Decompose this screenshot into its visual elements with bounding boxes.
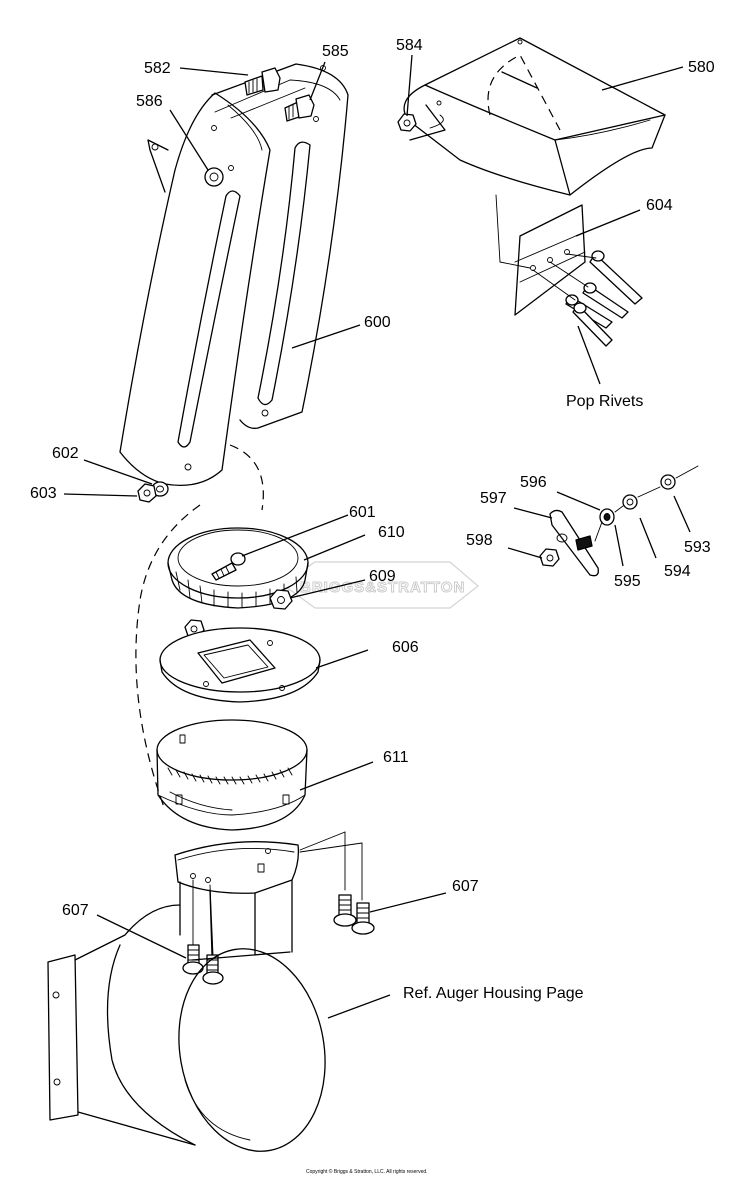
label-586: 586 [136, 93, 163, 110]
bolt-607-left-b [202, 884, 224, 985]
label-582: 582 [144, 60, 171, 77]
label-611: 611 [383, 749, 409, 766]
label-593: 593 [684, 539, 711, 556]
pop-rivets [532, 250, 643, 347]
bearing-ring-606 [159, 627, 321, 703]
chute-rotation-guide [135, 444, 264, 811]
label-609: 609 [369, 568, 396, 585]
bolt-585 [284, 94, 315, 122]
label-602: 602 [52, 445, 79, 462]
bolt-607-right-b [351, 902, 375, 935]
label-607-right: 607 [452, 878, 479, 895]
label-584: 584 [396, 37, 423, 54]
label-580: 580 [688, 59, 715, 76]
label-595: 595 [614, 573, 641, 590]
watermark-text: BRIGGS&STRATTON [300, 579, 465, 596]
washer-595 [599, 508, 615, 526]
washer-602 [151, 481, 169, 497]
discharge-base [174, 831, 363, 956]
gear-ring-611 [156, 719, 308, 831]
nut-598 [539, 548, 560, 567]
washer-593 [660, 474, 676, 490]
label-600: 600 [364, 314, 391, 331]
label-601: 601 [349, 504, 376, 521]
screw-601 [211, 552, 246, 581]
label-596: 596 [520, 474, 547, 491]
nut-584 [397, 113, 417, 132]
deflector-580 [397, 37, 666, 263]
label-594: 594 [664, 563, 691, 580]
plate-604 [499, 204, 586, 316]
label-603: 603 [30, 485, 57, 502]
label-597: 597 [480, 490, 507, 507]
nut-609 [269, 589, 293, 610]
label-ref-auger-housing: Ref. Auger Housing Page [403, 985, 584, 1002]
watermark-logo: BRIGGS&STRATTON [280, 561, 479, 609]
label-pop-rivets: Pop Rivets [566, 393, 643, 410]
label-598: 598 [466, 532, 493, 549]
label-585: 585 [322, 43, 349, 60]
crank-knob-597 [549, 509, 599, 577]
bolt-607-right-a [333, 894, 357, 927]
leader-lines [63, 54, 691, 1019]
chute-600 [119, 63, 349, 503]
copyright-notice: Copyright © Briggs & Stratton, LLC. All … [306, 1168, 428, 1175]
washer-594 [622, 494, 638, 510]
label-607-left: 607 [62, 902, 89, 919]
nut-603 [137, 483, 157, 503]
label-610: 610 [378, 524, 405, 541]
label-604: 604 [646, 197, 673, 214]
label-606: 606 [392, 639, 419, 656]
bolt-582 [244, 67, 281, 96]
auger-housing-outlet [47, 904, 326, 1152]
handle-axis-line [594, 465, 699, 542]
